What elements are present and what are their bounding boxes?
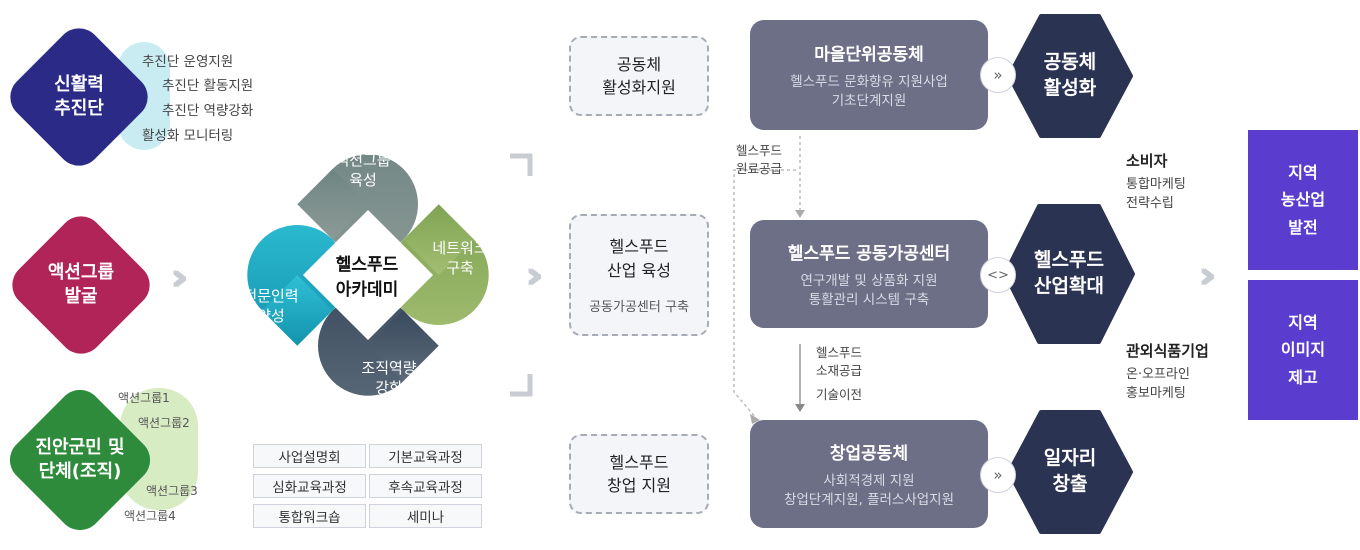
tech-transfer-label: 기술이전: [816, 387, 863, 402]
project-center-title: 헬스푸드 공동가공센터: [787, 243, 951, 264]
team-item-1: 추진단 운영지원: [142, 54, 234, 70]
academy-center-label: 헬스푸드 아카데미: [335, 255, 399, 300]
program-4: 후속교육과정: [369, 474, 482, 498]
goal-agriculture: 지역 농산업 발전: [1248, 130, 1358, 270]
program-5: 통합워크숍: [253, 504, 366, 528]
academy-diagram: [247, 154, 489, 396]
program-1: 사업설명회: [253, 444, 366, 468]
hex-community-label: 공동체 활성화: [1043, 51, 1097, 99]
flow-arrows: [733, 136, 805, 424]
support-industry-title: 헬스푸드 산업 육성: [607, 237, 671, 280]
bracket-down-icon: [510, 374, 533, 397]
material-supply-label: 헬스푸드 소재공급: [816, 345, 863, 379]
goal-image: 지역 이미지 제고: [1248, 280, 1358, 420]
project-village-sub: 헬스푸드 문화향유 지원사업 기초단계지원: [790, 73, 948, 109]
program-6: 세미나: [369, 504, 482, 528]
target-consumer-title: 소비자: [1126, 152, 1168, 170]
team-item-3: 추진단 역량강화: [162, 103, 254, 119]
program-3: 심화교육과정: [253, 474, 366, 498]
action-group-3: 액션그룹3: [146, 484, 198, 498]
team-item-2: 추진단 활동지원: [162, 78, 254, 94]
hex-industry-label: 헬스푸드 산업확대: [1034, 249, 1104, 297]
hex-community: 공동체 활성화: [1007, 14, 1133, 138]
diamond-action-discovery: 액션그룹 발굴: [2, 206, 160, 364]
action-discovery-label: 액션그룹 발굴: [47, 261, 115, 307]
support-community: 공동체 활성화지원: [569, 36, 709, 116]
petal-right-label: 네트워크 구축: [432, 239, 488, 278]
hex-jobs: 일자리 창출: [1007, 410, 1133, 534]
action-group-4: 액션그룹4: [124, 509, 176, 523]
recovery-team-label: 신활력 추진단: [54, 73, 104, 119]
petal-bottom-label: 조직역량 강화: [361, 359, 417, 398]
chevron-right-icon: ›››: [525, 253, 544, 297]
support-industry: 헬스푸드 산업 육성 공동가공센터 구축: [569, 214, 709, 336]
petal-top-label: 액션그룹 육성: [335, 151, 391, 190]
bracket-up-icon: [510, 153, 533, 176]
petal-left-label: 전문인력 양성: [243, 287, 299, 326]
support-startup-title: 헬스푸드 창업 지원: [607, 452, 671, 495]
hex-industry: 헬스푸드 산업확대: [1003, 204, 1135, 344]
chevron-right-icon: ›››: [170, 255, 189, 299]
code-arrows-icon: <>: [980, 257, 1016, 293]
target-consumer-sub: 통합마케팅 전략수립: [1126, 177, 1186, 211]
support-startup: 헬스푸드 창업 지원: [569, 434, 709, 514]
project-center-sub: 연구개발 및 상품화 지원 통활관리 시스템 구축: [800, 272, 938, 308]
target-company-sub: 온·오프라인 홍보마케팅: [1126, 367, 1190, 401]
action-group-1: 액션그룹1: [118, 391, 170, 405]
target-company-title: 관외식품기업: [1126, 342, 1209, 360]
project-center: 헬스푸드 공동가공센터 연구개발 및 상품화 지원 통활관리 시스템 구축: [750, 220, 988, 328]
residents-label: 진안군민 및 단체(조직): [35, 436, 125, 482]
diamond-residents: 진안군민 및 단체(조직): [0, 380, 160, 540]
project-startup-sub: 사회적경제 지원 창업단계지원, 플러스사업지원: [783, 472, 955, 508]
team-item-4: 활성화 모니터링: [142, 128, 234, 144]
program-2: 기본교육과정: [369, 444, 482, 468]
support-industry-sub: 공동가공센터 구축: [589, 299, 689, 315]
diamond-recovery-team: 신활력 추진단: [0, 18, 158, 176]
double-chevron-icon: »: [980, 57, 1016, 93]
chevron-right-icon: ›››: [1198, 253, 1217, 297]
action-group-2: 액션그룹2: [138, 416, 190, 430]
double-chevron-icon: »: [980, 457, 1016, 493]
support-community-title: 공동체 활성화지원: [602, 54, 676, 97]
project-village-title: 마을단위공동체: [814, 44, 924, 65]
project-startup: 창업공동체 사회적경제 지원 창업단계지원, 플러스사업지원: [750, 420, 988, 528]
project-village: 마을단위공동체 헬스푸드 문화향유 지원사업 기초단계지원: [750, 20, 988, 130]
hex-jobs-label: 일자리 창출: [1043, 447, 1097, 495]
raw-supply-label: 헬스푸드 원료공급: [736, 143, 783, 177]
project-startup-title: 창업공동체: [829, 443, 909, 464]
